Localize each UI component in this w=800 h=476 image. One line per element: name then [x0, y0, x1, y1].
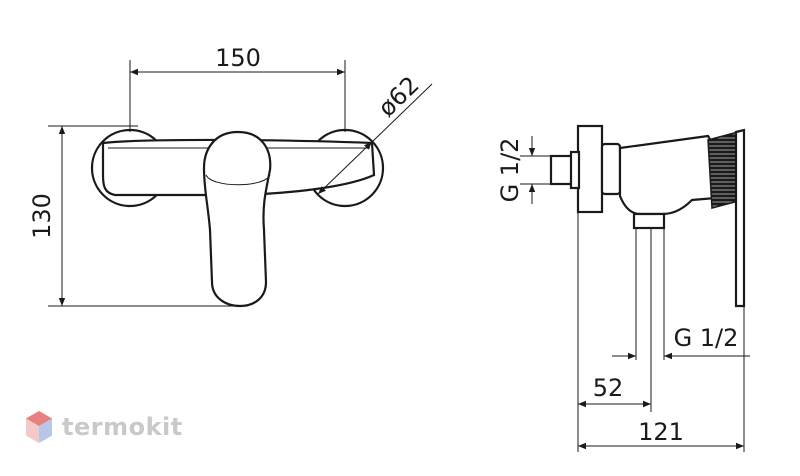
hexagon-cube-icon — [26, 411, 52, 443]
height-label: 130 — [28, 193, 56, 239]
diameter-leader — [371, 83, 433, 143]
connector-ring — [600, 142, 622, 196]
front-view: 150 130 ø62 — [28, 44, 433, 308]
outlet-thread-label: G 1/2 — [674, 324, 739, 352]
depth-label: 121 — [638, 418, 684, 446]
brand-name: termokit — [62, 413, 183, 441]
width-label: 150 — [215, 44, 261, 72]
inlet-nut — [569, 150, 581, 190]
lever-handle — [202, 130, 272, 308]
side-rosette — [576, 124, 604, 214]
handle-cap-line — [205, 174, 271, 186]
outlet-stub — [632, 212, 666, 230]
diameter-label: ø62 — [373, 71, 425, 123]
side-view: G 1/2 G 1/2 52 121 — [496, 124, 750, 452]
diameter-dim-line — [317, 141, 373, 195]
offset-label: 52 — [593, 374, 624, 402]
inlet-thread-label: G 1/2 — [496, 138, 524, 203]
lever-side — [734, 128, 746, 308]
brand-watermark: termokit — [24, 410, 183, 444]
side-body — [618, 134, 718, 216]
